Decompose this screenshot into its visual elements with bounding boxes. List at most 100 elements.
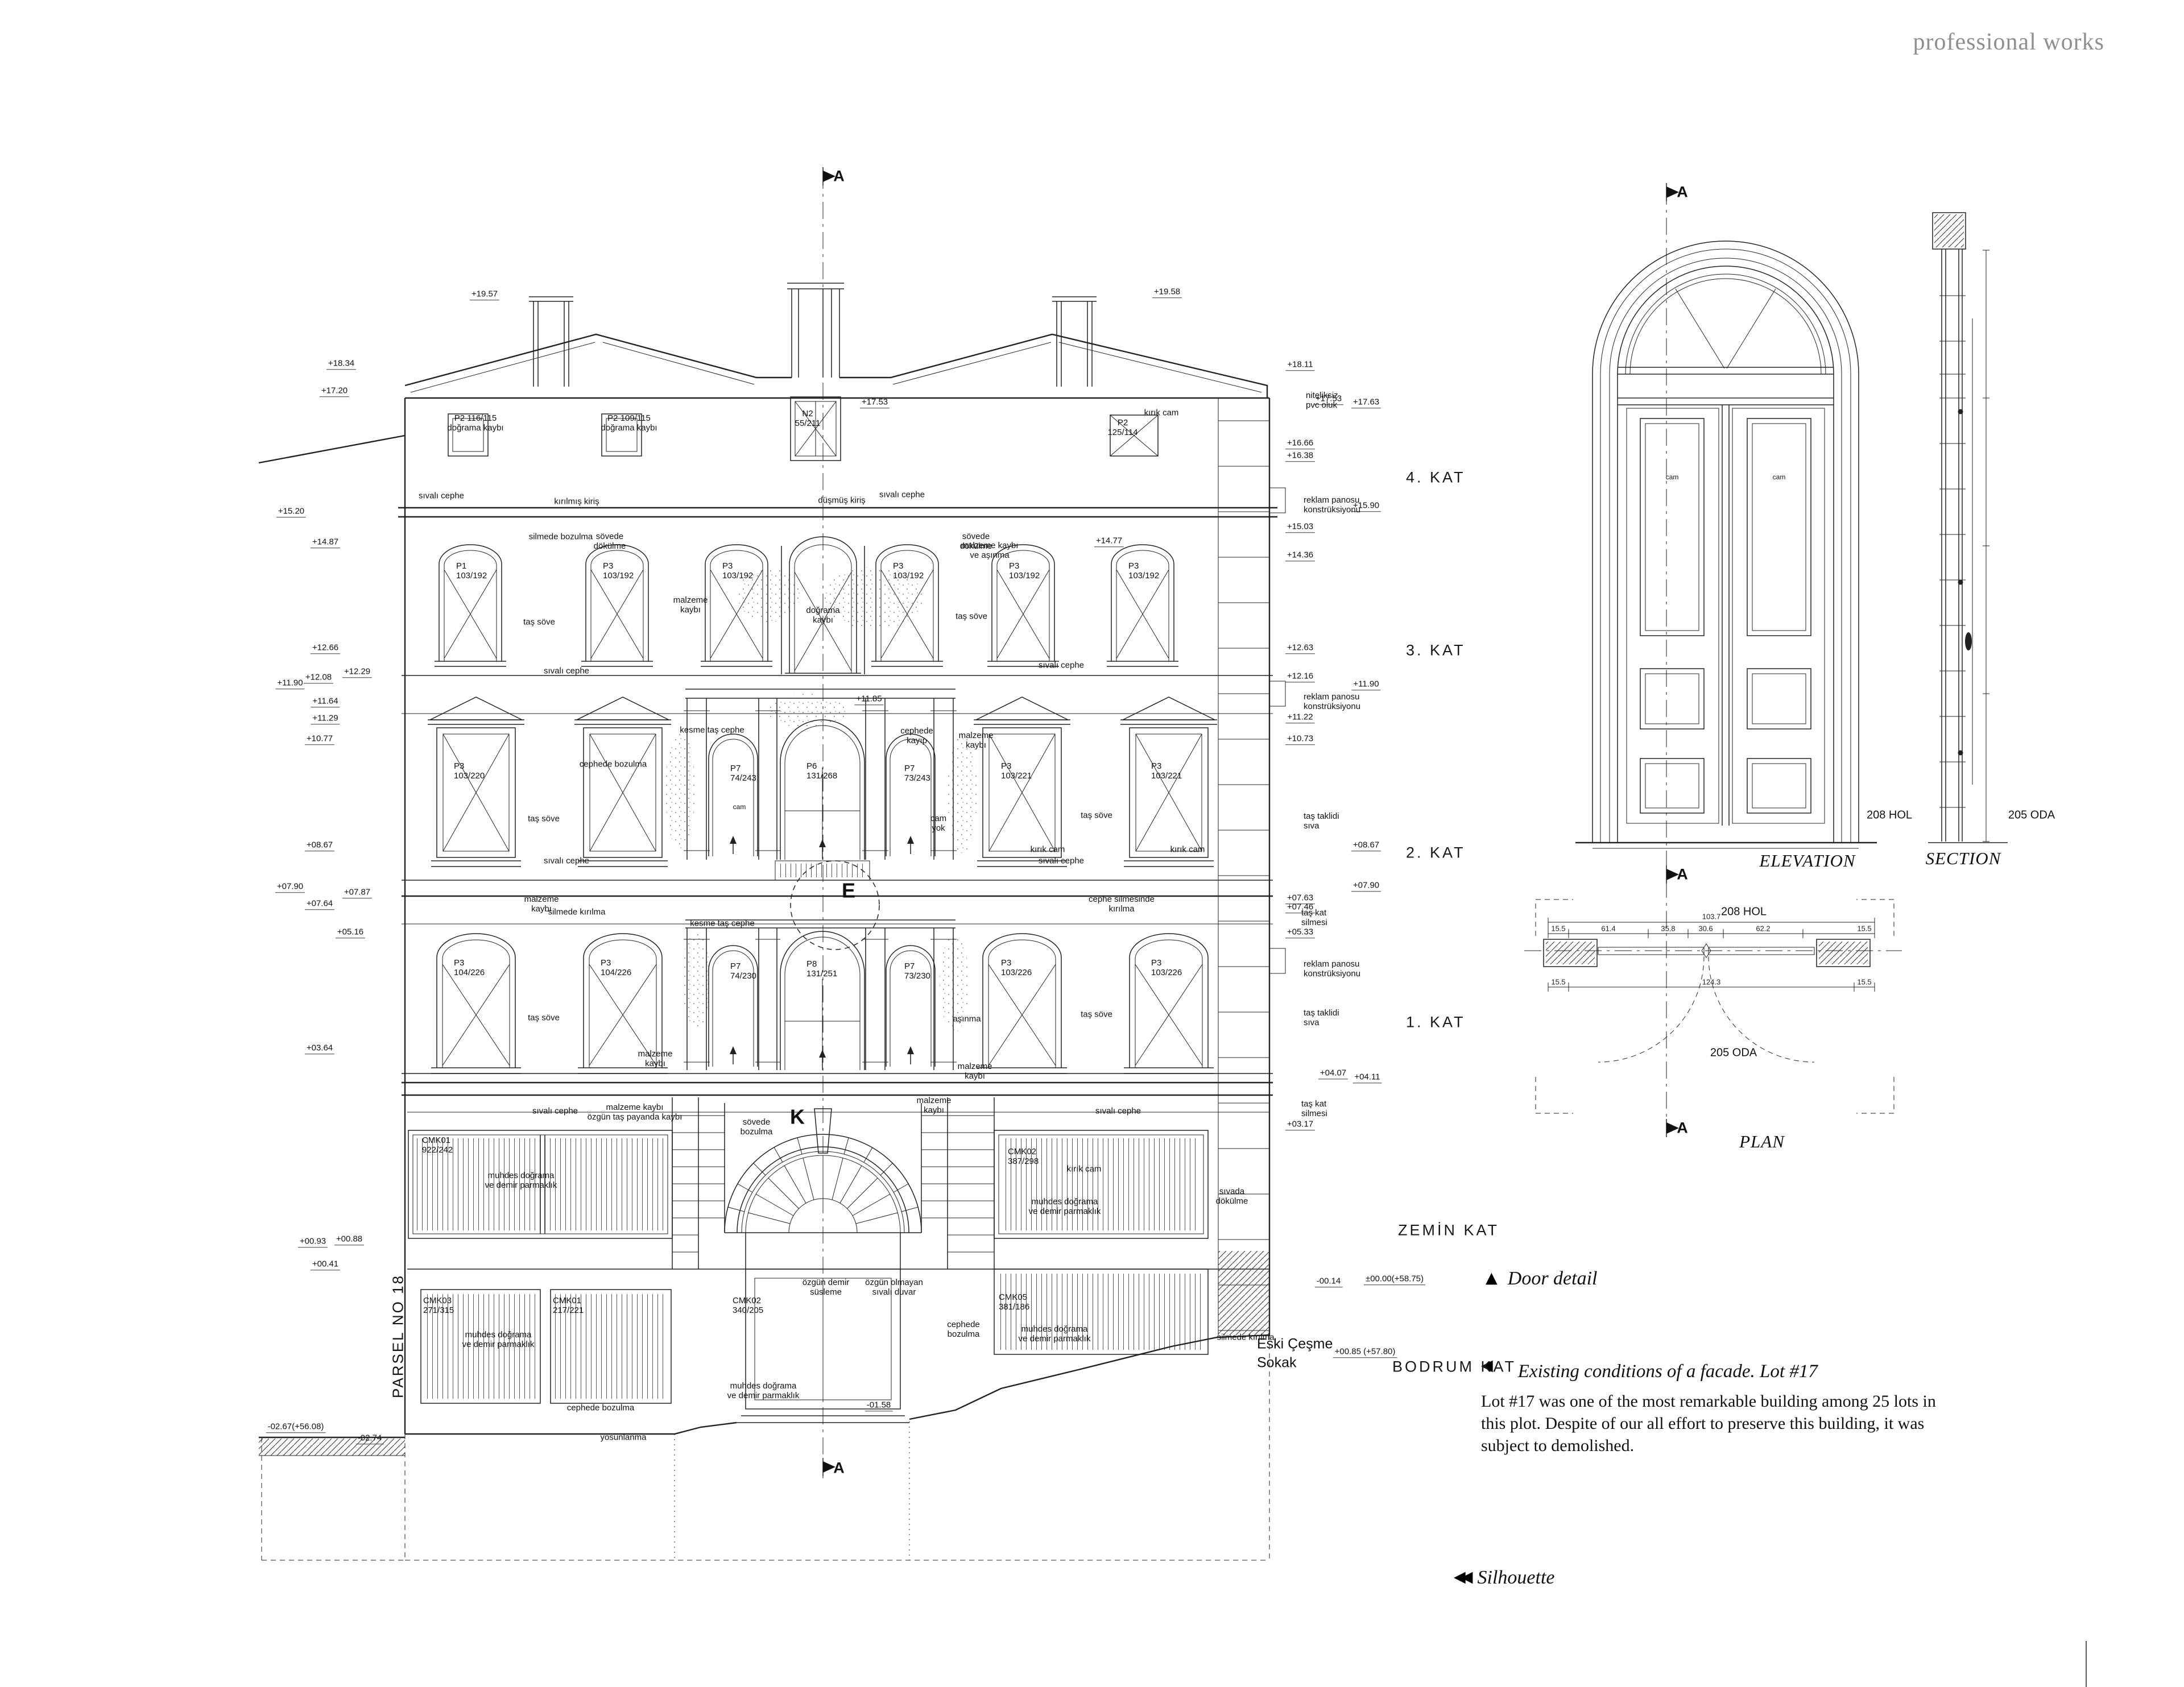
- room-label-oda: 205 ODA: [2008, 809, 2055, 822]
- elevation-marker: +05.33: [1285, 927, 1316, 938]
- floor-label: 1. KAT: [1406, 1013, 1466, 1031]
- drawing-annotation: niteliksiz pvc oluk: [1306, 390, 1338, 410]
- elevation-marker: +10.77: [304, 734, 335, 745]
- underground-outline: [261, 1335, 1270, 1561]
- plan-room-label-oda: 205 ODA: [1710, 1046, 1757, 1059]
- drawing-annotation: CMK01 217/221: [553, 1295, 584, 1315]
- drawing-annotation: kırık cam: [1144, 408, 1179, 418]
- drawing-annotation: taş söve: [956, 611, 987, 621]
- drawing-annotation: P3 103/220: [454, 761, 485, 781]
- caption-silhouette: ◀◀ Silhouette: [1454, 1567, 1555, 1589]
- plan-view-label: PLAN: [1739, 1131, 1785, 1151]
- dimension-label: 15.5: [1857, 924, 1872, 933]
- dimension-label: 103.7: [1702, 912, 1721, 921]
- chimneys: [529, 283, 1097, 387]
- ground-line: [259, 1334, 1270, 1456]
- drawing-annotation: P3 103/192: [603, 561, 634, 581]
- drawing-annotation: A: [1677, 1119, 1688, 1137]
- caption-facade-title: Existing conditions of a facade. Lot #17: [1517, 1361, 1818, 1382]
- dimension-label: 124.3: [1702, 977, 1721, 986]
- drawing-annotation: malzeme kaybı: [916, 1095, 952, 1115]
- drawing-annotation: malzeme kaybı: [958, 730, 994, 750]
- facade-structure: [258, 333, 1277, 1434]
- dimension-label: 62.2: [1756, 924, 1771, 933]
- drawing-annotation: cam: [1772, 473, 1786, 482]
- elevation-marker: -01.58: [864, 1400, 893, 1411]
- elevation-marker: +12.08: [303, 673, 334, 683]
- drawing-annotation: N2 55/211: [795, 408, 821, 428]
- detail-circle-E: [790, 860, 880, 950]
- drawing-annotation: P3 103/192: [722, 561, 754, 581]
- drawing-annotation: A: [833, 167, 845, 185]
- drawing-annotation: CMK05 381/186: [999, 1292, 1030, 1312]
- elevation-marker: +07.46: [1285, 902, 1316, 913]
- drawing-annotation: malzeme kaybı: [638, 1048, 673, 1068]
- elevation-marker: +11.90: [1351, 679, 1381, 690]
- door-plan: [1524, 899, 1902, 1114]
- drawing-annotation: malzeme kaybı özgün taş payanda kaybı: [587, 1102, 682, 1122]
- elevation-marker: +11.29: [311, 714, 340, 724]
- elevation-marker: +14.87: [310, 537, 341, 548]
- elevation-marker: +00.93: [297, 1237, 328, 1247]
- attic-windows: [448, 396, 1159, 461]
- drawing-annotation: sövede dökülme: [959, 531, 992, 551]
- street-label: Eski Çeşme Sokak: [1257, 1336, 1333, 1371]
- drawing-annotation: cam yok: [930, 813, 947, 833]
- sign-boxes: [1269, 487, 1286, 974]
- dimension-label: 61.4: [1601, 924, 1616, 933]
- elevation-marker: +03.64: [304, 1043, 335, 1054]
- drawing-annotation: P3 103/221: [1001, 761, 1032, 781]
- entrance-portal: [724, 1108, 922, 1269]
- elevation-marker: +19.57: [469, 289, 500, 300]
- drawing-annotation: muhdes doğrama ve demir parmaklık: [727, 1381, 800, 1400]
- drawing-annotation: P8 131/251: [806, 959, 838, 979]
- drawing-annotation: cephede bozulma: [566, 1403, 635, 1413]
- drawing-annotation: P3 103/192: [893, 561, 924, 581]
- elevation-marker: +00.85 (+57.80): [1333, 1347, 1397, 1358]
- elevation-marker: +08.67: [1351, 840, 1381, 851]
- drawing-annotation: P3 103/192: [1009, 561, 1040, 581]
- drawing-annotation: silmede kırılma: [548, 907, 606, 917]
- drawing-annotation: P3 103/221: [1151, 761, 1182, 781]
- dimension-label: 15.5: [1551, 924, 1566, 933]
- drawing-annotation: P3 104/226: [454, 958, 485, 977]
- drawing-annotation: sıvalı cephe: [1038, 660, 1085, 670]
- parcel-label: PARSEL NO 18: [389, 1274, 407, 1399]
- drawing-annotation: P7 73/243: [904, 763, 930, 783]
- drawing-annotation: cam: [733, 803, 746, 811]
- elevation-marker: +14.77: [1094, 536, 1124, 547]
- drawing-annotation: muhdes doğrama ve demir parmaklık: [462, 1329, 535, 1349]
- elevation-marker: +00.41: [310, 1259, 341, 1270]
- elevation-marker: +17.53: [1313, 394, 1344, 405]
- detail-axis: [1666, 183, 1680, 1138]
- elevation-marker: +12.63: [1285, 643, 1316, 654]
- elevation-marker: -02.67(+56.08): [266, 1422, 326, 1433]
- drawing-annotation: P3 103/226: [1151, 958, 1182, 977]
- drawing-annotation: E: [841, 878, 856, 902]
- drawing-annotation: sıvada dökülme: [1215, 1186, 1248, 1206]
- elevation-marker: +07.90: [1351, 881, 1381, 892]
- floor-label: 2. KAT: [1406, 844, 1466, 861]
- elevation-marker: +08.67: [304, 840, 335, 851]
- drawing-annotation: sıvalı cephe: [532, 1106, 578, 1116]
- facade-axis: [822, 167, 836, 1478]
- drawing-annotation: reklam panosu konstrüksiyonu: [1304, 959, 1361, 979]
- drawing-annotation: P3 103/192: [1128, 561, 1160, 581]
- elevation-marker: +10.73: [1285, 734, 1316, 745]
- drawing-annotation: sıvalı cephe: [543, 856, 590, 866]
- caption-door-detail: ▲ Door detail: [1486, 1268, 1597, 1290]
- elevation-marker: -00.14: [1314, 1276, 1343, 1287]
- elevation-marker: +04.11: [1352, 1072, 1382, 1083]
- floor-label: BODRUM KAT: [1392, 1358, 1517, 1375]
- elevation-marker: +11.22: [1285, 712, 1315, 723]
- drawing-annotation: CMK02 340/205: [733, 1295, 764, 1315]
- drawing-annotation: P2 125/114: [1107, 417, 1138, 437]
- drawing-annotation: taş taklidi sıva: [1304, 1008, 1339, 1027]
- dimension-label: 30.6: [1698, 924, 1713, 933]
- drawing-annotation: K: [790, 1105, 805, 1129]
- drawing-annotation: aşınma: [953, 1014, 981, 1024]
- drawing-annotation: taş kat silmesi: [1301, 1099, 1327, 1118]
- drawing-annotation: sövede dökülme: [593, 531, 626, 551]
- basement: [420, 1269, 1209, 1423]
